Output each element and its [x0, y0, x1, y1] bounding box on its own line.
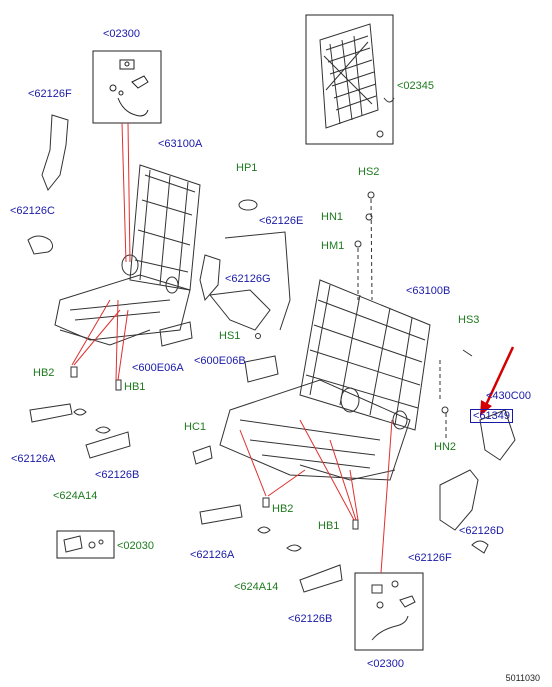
label-62126b-right[interactable]: <62126B — [288, 613, 333, 625]
seat-back-frame-panel — [319, 23, 395, 138]
label-02300-bottom[interactable]: <02300 — [367, 658, 405, 670]
label-hb1-left[interactable]: HB1 — [124, 381, 146, 393]
label-02300-top[interactable]: <02300 — [103, 28, 141, 40]
seat-frame-63100a — [54, 164, 201, 346]
label-600e06a[interactable]: <600E06A — [132, 362, 184, 374]
label-hb1-right[interactable]: HB1 — [318, 520, 340, 532]
label-hs2[interactable]: HS2 — [358, 166, 380, 178]
label-02345[interactable]: <02345 — [397, 80, 435, 92]
label-hn2[interactable]: HN2 — [434, 441, 457, 453]
misc-components — [27, 114, 516, 641]
leader-lines — [71, 122, 393, 574]
label-62126g[interactable]: <62126G — [225, 273, 271, 285]
label-62126e[interactable]: <62126E — [259, 215, 304, 227]
diagram-reference-id: 5011030 — [505, 673, 540, 683]
label-430c00[interactable]: <430C00 — [486, 390, 531, 402]
label-63100a[interactable]: <63100A — [158, 138, 203, 150]
label-hm1[interactable]: HM1 — [321, 240, 345, 252]
box-02300-bottom — [354, 572, 424, 651]
label-hs3[interactable]: HS3 — [458, 314, 480, 326]
label-hb2-right[interactable]: HB2 — [272, 503, 294, 515]
label-62126b-left[interactable]: <62126B — [95, 469, 140, 481]
label-61349[interactable]: <61349 — [470, 409, 514, 423]
label-hp1[interactable]: HP1 — [236, 162, 258, 174]
label-hb2-left[interactable]: HB2 — [33, 367, 55, 379]
label-hc1[interactable]: HC1 — [184, 421, 207, 433]
label-63100b[interactable]: <63100B — [406, 285, 451, 297]
label-hn1[interactable]: HN1 — [321, 211, 344, 223]
seat-frame-63100b — [219, 279, 431, 481]
label-02030[interactable]: <02030 — [117, 540, 155, 552]
box-02030 — [56, 530, 115, 559]
dashed-guides — [357, 198, 447, 440]
label-62126d[interactable]: <62126D — [459, 525, 504, 537]
red-pointer-arrow — [480, 346, 515, 416]
label-62126a-right[interactable]: <62126A — [190, 549, 235, 561]
label-62126c[interactable]: <62126C — [10, 205, 55, 217]
label-hs1[interactable]: HS1 — [219, 330, 241, 342]
label-600e06b[interactable]: <600E06B — [194, 355, 246, 367]
label-62126f-right[interactable]: <62126F — [408, 552, 452, 564]
box-02345 — [305, 14, 394, 145]
label-624a14-right[interactable]: <624A14 — [234, 581, 279, 593]
label-624a14-left[interactable]: <624A14 — [53, 490, 98, 502]
label-62126a-left[interactable]: <62126A — [11, 453, 56, 465]
box-02300-top — [92, 50, 162, 124]
seat-belt-buckle-part-top — [109, 59, 149, 117]
label-62126f-top[interactable]: <62126F — [28, 88, 72, 100]
